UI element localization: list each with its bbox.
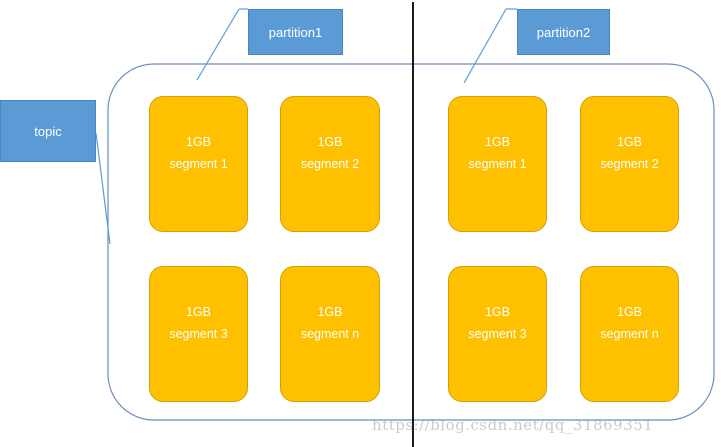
partition2-callout: partition2: [517, 9, 610, 55]
partition1-pointer: [196, 8, 240, 81]
partition1-label: partition1: [268, 24, 323, 40]
p1-segment-3: 1GB segment 3: [149, 266, 248, 402]
segment-size: 1GB: [185, 135, 211, 149]
watermark-text: https://blog.csdn.net/qq_31869351: [372, 416, 654, 434]
segment-name: segment 2: [300, 157, 360, 171]
segment-size: 1GB: [616, 135, 642, 149]
segment-size: 1GB: [484, 135, 510, 149]
segment-name: segment 3: [169, 327, 228, 341]
p1-segment-1: 1GB segment 1: [149, 96, 248, 232]
segment-size: 1GB: [317, 135, 343, 149]
segment-size: 1GB: [484, 305, 510, 319]
topic-callout: topic: [0, 100, 96, 162]
partition2-label: partition2: [536, 24, 591, 40]
p2-segment-3: 1GB segment 3: [448, 266, 547, 402]
p1-segment-2: 1GB segment 2: [280, 96, 380, 232]
p2-segment-2: 1GB segment 2: [580, 96, 679, 232]
segment-size: 1GB: [185, 305, 211, 319]
p2-segment-n: 1GB segment n: [580, 266, 679, 402]
p1-segment-n: 1GB segment n: [280, 266, 380, 402]
segment-name: segment 1: [468, 157, 527, 171]
topic-label: topic: [34, 124, 62, 139]
topic-container: [107, 63, 715, 421]
segment-name: segment 2: [600, 157, 659, 171]
topic-pointer: [95, 132, 111, 245]
segment-name: segment n: [600, 327, 659, 341]
segment-name: segment n: [300, 327, 360, 341]
partition2-pointer: [463, 8, 507, 84]
segment-size: 1GB: [317, 305, 343, 319]
segment-name: segment 1: [169, 157, 228, 171]
segment-size: 1GB: [616, 305, 642, 319]
segment-name: segment 3: [468, 327, 527, 341]
p2-segment-1: 1GB segment 1: [448, 96, 547, 232]
partition1-callout: partition1: [248, 9, 343, 55]
